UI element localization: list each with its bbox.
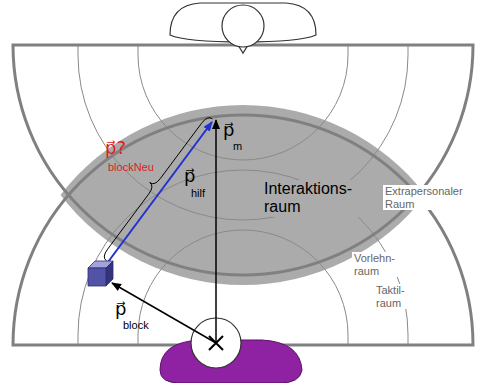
region-label: Interaktions- raum — [262, 180, 370, 217]
vector-symbol: p⃗? — [105, 138, 126, 159]
tactile-arc — [138, 45, 348, 160]
cube-front — [88, 268, 106, 286]
vector-subscript: block — [123, 319, 149, 332]
interaction-lens — [61, 105, 426, 285]
vector-symbol: p⃗ — [115, 299, 126, 320]
region-label: Taktil- raum — [374, 284, 420, 309]
lean-arc — [78, 45, 408, 220]
region-label: Vorlehn- raum — [352, 252, 408, 277]
vector-symbol: p⃗ — [223, 120, 234, 141]
person-head — [222, 5, 264, 47]
region-node: Interaktions- raum — [262, 180, 370, 217]
bottom-space-outline — [13, 115, 473, 345]
curly-brace — [104, 118, 212, 261]
vector-subscript: hilf — [191, 187, 205, 200]
tactile-arc — [138, 230, 348, 345]
vector-subscript: blockNeu — [108, 161, 154, 174]
top-space-outline — [13, 45, 473, 275]
vector-arrow — [215, 120, 217, 343]
cube-side — [106, 261, 113, 286]
region-label: Extrapersonaler Raum — [383, 185, 479, 210]
lean-arc — [78, 170, 408, 345]
vector-arrow — [112, 283, 216, 343]
vector-symbol: p⃗ — [184, 166, 195, 187]
vector-subscript: m — [233, 140, 242, 153]
